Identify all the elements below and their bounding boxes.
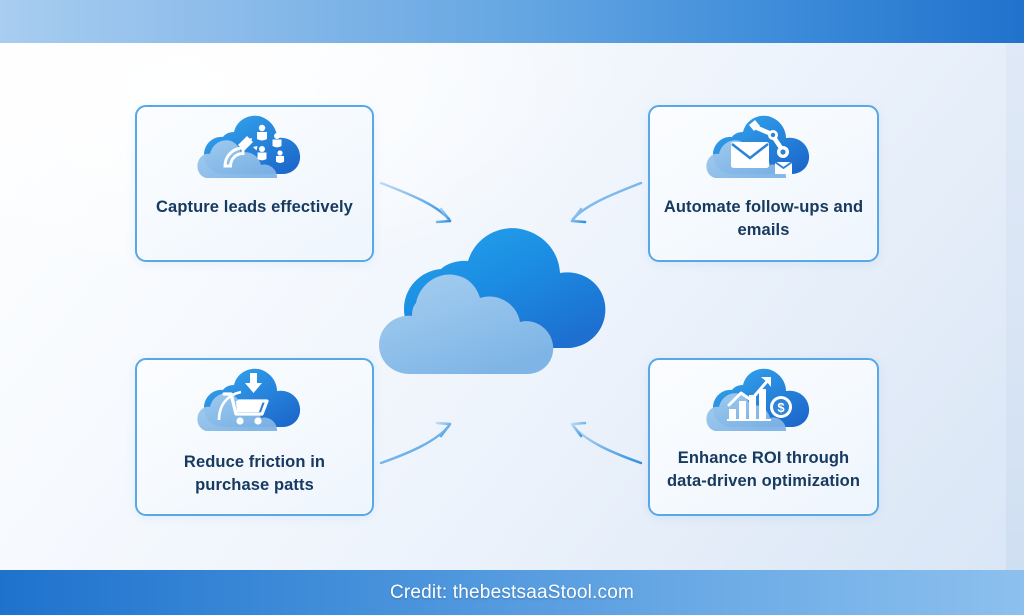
right-gradient-band (1006, 43, 1024, 570)
bottom-gradient-band (0, 570, 1024, 615)
card-reduce-friction[interactable]: Reduce friction in purchase patts (135, 358, 374, 516)
credit-text: Credit: thebestsaaStool.com (389, 581, 635, 603)
card-automate-emails[interactable]: Automate follow-ups and emails (648, 105, 879, 262)
robot-arm-envelope-cloud-icon (705, 112, 823, 184)
svg-text:$: $ (777, 400, 785, 415)
card-label: Enhance ROI through data-driven optimiza… (666, 449, 861, 490)
top-gradient-band (0, 0, 1024, 43)
magnet-leads-cloud-icon (196, 112, 314, 184)
shopping-cart-cloud-icon (196, 365, 314, 437)
card-label: Capture leads effectively (156, 198, 353, 216)
cloud-icon (379, 228, 606, 374)
card-label: Reduce friction in purchase patts (183, 453, 326, 494)
card-enhance-roi[interactable]: $ Enhance ROI through data-driven optimi… (648, 358, 879, 516)
card-capture-leads[interactable]: Capture leads effectively (135, 105, 374, 262)
growth-chart-dollar-cloud-icon: $ (705, 365, 823, 437)
central-cloud (370, 215, 650, 395)
card-label: Automate follow-ups and emails (663, 198, 864, 239)
